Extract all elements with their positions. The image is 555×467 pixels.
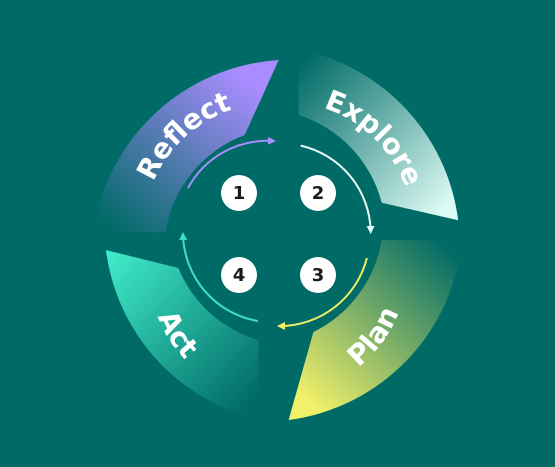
- svg-text:4: 4: [233, 265, 246, 286]
- svg-text:3: 3: [312, 265, 325, 286]
- step-badge-2: 2: [300, 175, 336, 211]
- svg-text:1: 1: [233, 183, 246, 204]
- act-arrow: [179, 232, 259, 322]
- explore-arrow: [300, 144, 375, 234]
- step-badge-1: 1: [221, 175, 257, 211]
- step-badge-4: 4: [221, 257, 257, 293]
- act-segment: [105, 250, 259, 420]
- plan-arrow: [277, 257, 368, 330]
- reflect-arrow: [187, 136, 276, 189]
- reflect-segment: [93, 60, 279, 233]
- plan-segment: [288, 240, 462, 420]
- explore-segment: [298, 49, 459, 221]
- step-badge-3: 3: [300, 257, 336, 293]
- svg-text:2: 2: [312, 183, 325, 204]
